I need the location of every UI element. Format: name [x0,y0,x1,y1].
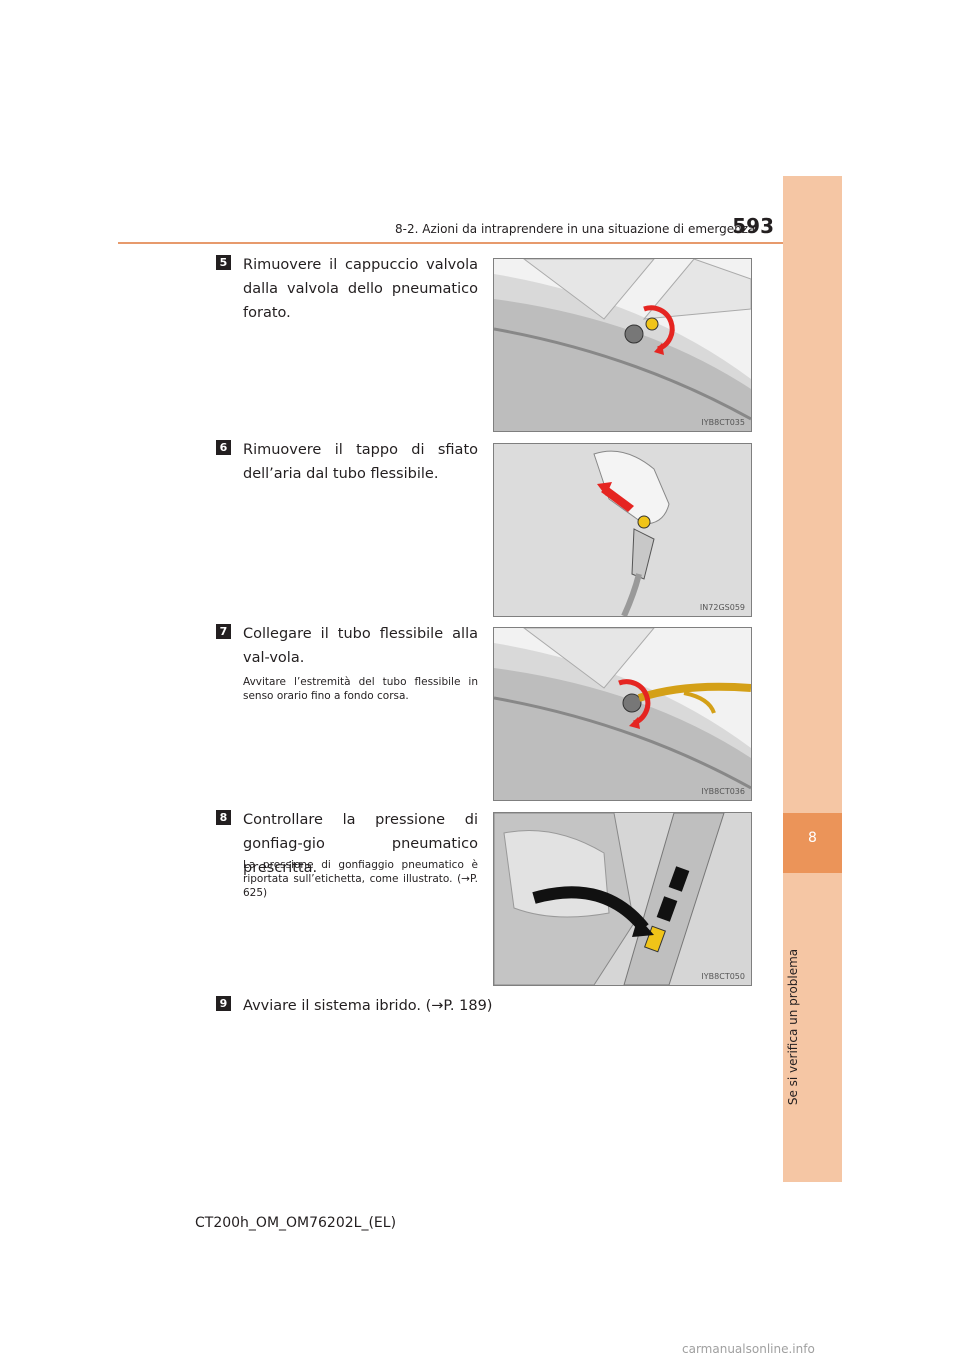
chapter-side-tab [783,176,842,1182]
figure-code-7: IYB8CT036 [701,787,745,796]
step-number-5: 5 [216,255,231,270]
header-section-title: 8-2. Azioni da intraprendere in una situ… [395,222,756,236]
figure-code-5: IYB8CT035 [701,418,745,427]
step-text-9: Avviare il sistema ibrido. (→P. 189) [243,998,493,1014]
step-text-8: Controllare la pressione di gonfiag-gio … [243,812,478,876]
figure-connect-hose: IYB8CT036 [493,627,752,801]
step-note-8: La pressione di gonfiaggio pneumatico è … [243,859,478,899]
figure-code-6: IN72GS059 [699,603,745,612]
figure-code-8: IYB8CT050 [701,972,745,981]
document-code: CT200h_OM_OM76202L_(EL) [195,1215,397,1231]
door-pillar-label-illustration [494,813,751,985]
step-text-6: Rimuovere il tappo di sfiato dell’aria d… [243,442,478,482]
figure-hose-cap: IN72GS059 [493,443,752,617]
step-number-8: 8 [216,810,231,825]
chapter-title-text: Se si verifica un problema [786,948,800,1106]
chapter-number: 8 [808,830,817,846]
step-note-7: Avvitare l’estremità del tubo flessibile… [243,676,478,702]
watermark: carmanualsonline.info [682,1342,815,1356]
step-number-6: 6 [216,440,231,455]
step-number-7: 7 [216,624,231,639]
chapter-side-tab-active [783,813,842,873]
step-text-7: Collegare il tubo flessibile alla val-vo… [243,626,478,666]
page-number: 593 [732,214,774,238]
chapter-title-vertical: Se si verifica un problema [782,949,804,1105]
figure-tire-label: IYB8CT050 [493,812,752,986]
figure-valve-cap: IYB8CT035 [493,258,752,432]
tire-valve-cap-illustration [494,259,751,431]
step-text-5: Rimuovere il cappuccio valvola dalla val… [243,257,478,321]
hose-air-cap-illustration [494,444,751,616]
hose-to-valve-illustration [494,628,751,800]
step-number-9: 9 [216,996,231,1011]
header-rule [118,242,783,244]
